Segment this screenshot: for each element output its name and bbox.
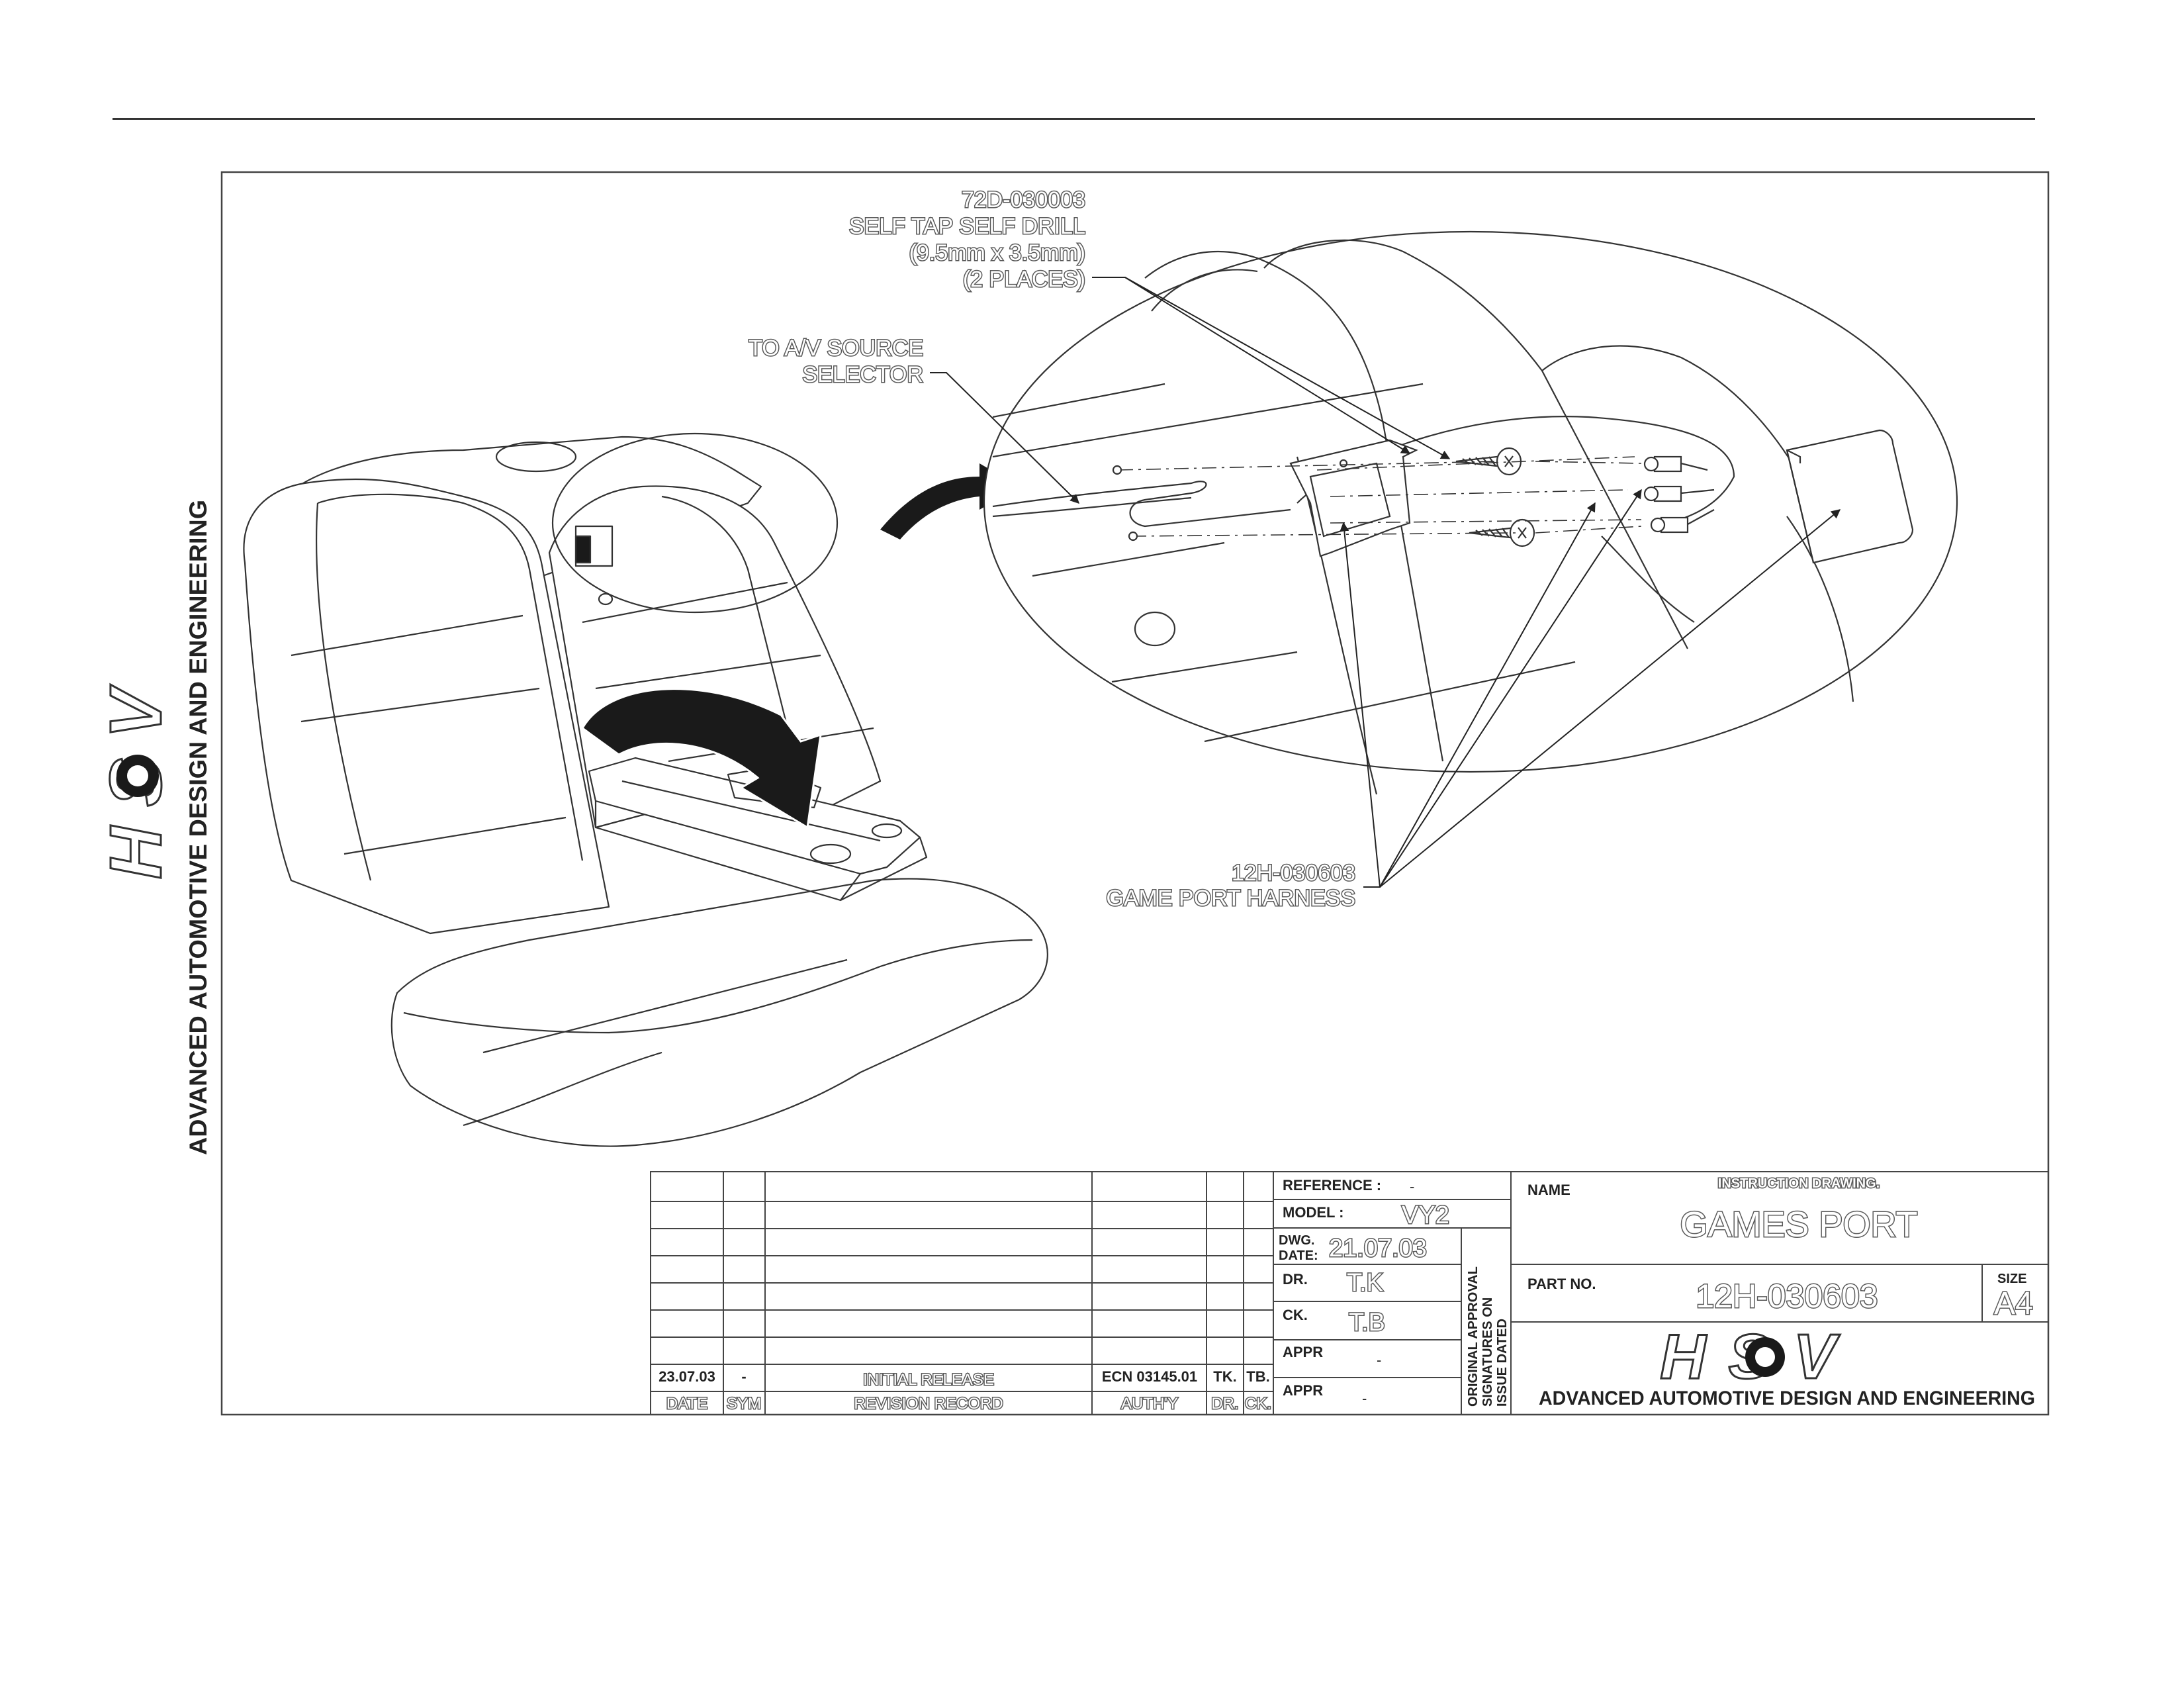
side-logo-lion-icon	[127, 765, 148, 786]
dwg-date-value: 21.07.03	[1329, 1235, 1427, 1262]
rev-header-ck: CK.	[1245, 1395, 1271, 1413]
size-label: SIZE	[1997, 1272, 2026, 1286]
drawing-name: GAMES PORT	[1680, 1205, 1917, 1244]
magnifier-circle	[551, 432, 839, 614]
title-block	[650, 1171, 2049, 1415]
part-no-label: PART NO.	[1527, 1276, 1596, 1292]
screw-upper	[1455, 447, 1522, 476]
appr2-label: APPR	[1283, 1382, 1323, 1399]
name-label: NAME	[1527, 1182, 1570, 1198]
title-logo-lion-icon	[1755, 1347, 1775, 1367]
detail-view	[983, 230, 1958, 795]
rev-header-sym: SYM	[727, 1395, 761, 1413]
approval-vertical-1: ORIGINAL APPROVAL	[1466, 1266, 1480, 1407]
rev-header-authy: AUTH'Y	[1121, 1395, 1178, 1413]
rev-sym: -	[741, 1368, 746, 1385]
dr-value: T.K	[1347, 1269, 1383, 1297]
leader-lines	[930, 277, 1841, 888]
rev-authy: ECN 03145.01	[1102, 1368, 1197, 1385]
rev-dr: TK.	[1213, 1368, 1236, 1385]
revision-record: 23.07.03 - INITIAL RELEASE ECN 03145.01 …	[659, 1368, 1272, 1414]
callout-harness: 12H-030603 GAME PORT HARNESS	[1105, 860, 1357, 912]
callout-harness-line1: 12H-030603	[1232, 861, 1355, 886]
reference-value: -	[1410, 1178, 1414, 1195]
callout-screw-line3: (9.5mm x 3.5mm)	[909, 240, 1085, 265]
av-connectors	[1643, 455, 1715, 534]
approval-vertical-3: ISSUE DATED	[1495, 1319, 1510, 1407]
dr-label: DR.	[1283, 1271, 1308, 1288]
rev-ck: TB.	[1246, 1368, 1269, 1385]
detail-ellipse	[983, 230, 1958, 773]
part-no-value: 12H-030603	[1696, 1278, 1878, 1315]
ck-value: T.B	[1349, 1309, 1385, 1336]
port-cover-plate	[1786, 429, 1914, 564]
appr1-label: APPR	[1283, 1344, 1323, 1360]
size-value: A4	[1994, 1286, 2033, 1321]
model-label: MODEL :	[1283, 1204, 1343, 1221]
appr2-value: -	[1362, 1390, 1367, 1407]
model-value: VY2	[1402, 1201, 1449, 1229]
harness-cable	[992, 481, 1291, 528]
lift-arrow-icon	[581, 688, 822, 829]
callout-screw-line4: (2 PLACES)	[963, 267, 1085, 292]
rev-header-dr: DR.	[1211, 1395, 1238, 1413]
cup-holder	[809, 843, 852, 865]
callout-harness-line2: GAME PORT HARNESS	[1106, 886, 1355, 911]
dwg-label-1: DWG.	[1279, 1233, 1314, 1248]
dwg-label-2: DATE:	[1279, 1248, 1318, 1263]
title-info: NAME INSTRUCTION DRAWING. GAMES PORT PAR…	[1527, 1176, 2035, 1410]
side-logo: HSV	[95, 669, 178, 880]
reference-label: REFERENCE :	[1283, 1177, 1381, 1194]
seat-cushion	[390, 878, 1048, 1147]
seat-hole	[1134, 611, 1176, 647]
ck-label: CK.	[1283, 1307, 1308, 1323]
callout-screw-line2: SELF TAP SELF DRILL	[849, 214, 1085, 239]
rev-date: 23.07.03	[659, 1368, 715, 1385]
callout-screw-line1: 72D-030003	[962, 187, 1085, 212]
title-tagline: ADVANCED AUTOMOTIVE DESIGN AND ENGINEERI…	[1539, 1387, 2035, 1409]
callout-av: TO A/V SOURCE SELECTOR	[748, 335, 925, 389]
top-rule	[113, 118, 2035, 120]
side-brand: ADVANCED AUTOMOTIVE DESIGN AND ENGINEERI…	[185, 500, 212, 1155]
callout-screw: 72D-030003 SELF TAP SELF DRILL (9.5mm x …	[848, 187, 1086, 293]
approval-vertical-2: SIGNATURES ON	[1480, 1297, 1495, 1407]
rev-header-record: REVISION RECORD	[854, 1395, 1003, 1413]
left-seatback	[243, 478, 610, 935]
approval-block: REFERENCE : - MODEL : VY2 DWG. DATE: 21.…	[1279, 1177, 1510, 1407]
rear-seat-illustration	[243, 432, 1048, 1147]
rev-header-date: DATE	[666, 1395, 707, 1413]
callout-av-line2: SELECTOR	[802, 362, 923, 387]
callout-av-line1: TO A/V SOURCE	[749, 336, 923, 361]
doc-type: INSTRUCTION DRAWING.	[1718, 1176, 1880, 1191]
appr1-value: -	[1377, 1352, 1381, 1368]
detail-pointer-arrow-icon	[880, 463, 1019, 539]
rev-record: INITIAL RELEASE	[863, 1371, 994, 1389]
side-brand-tagline: ADVANCED AUTOMOTIVE DESIGN AND ENGINEERI…	[185, 500, 212, 1155]
